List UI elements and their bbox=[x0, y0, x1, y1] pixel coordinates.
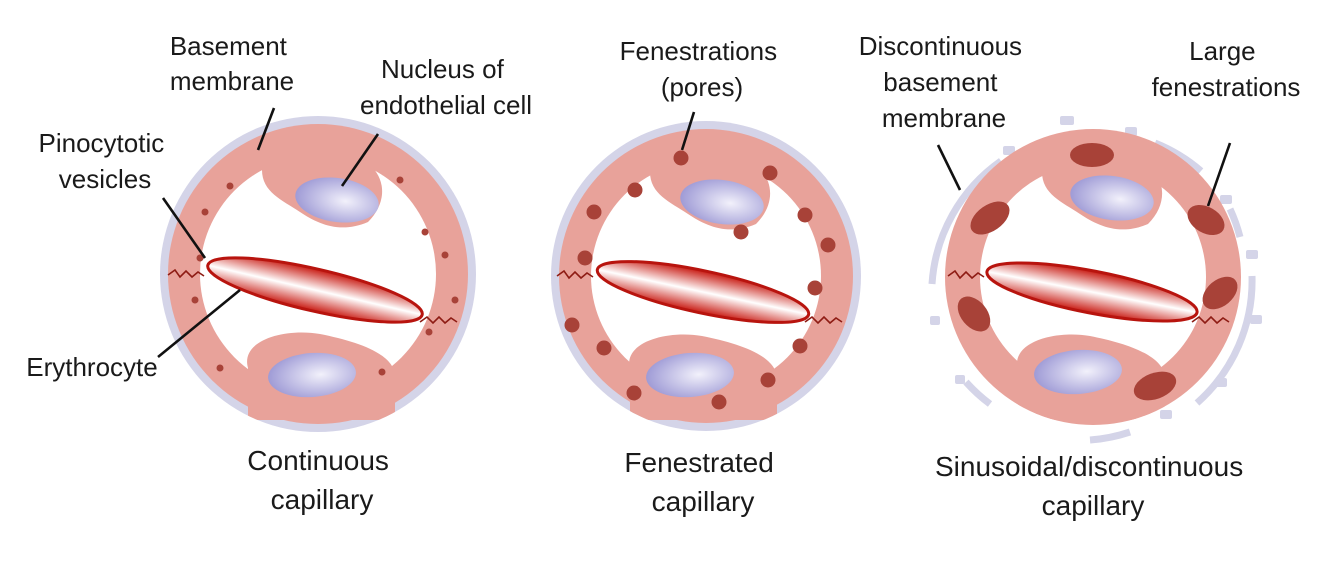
erythrocyte-leader bbox=[157, 288, 241, 359]
fenestrated-capillary-caption: Fenestrated capillary bbox=[624, 447, 781, 517]
fenestrations bbox=[564, 150, 836, 410]
large-fenestrations bbox=[957, 143, 1238, 401]
nucleus-leader bbox=[340, 133, 380, 187]
nucleus-top bbox=[680, 179, 764, 225]
pinocytotic-vesicles-label: Pinocytotic vesicles bbox=[39, 128, 172, 194]
erythrocyte bbox=[985, 261, 1199, 323]
junction-right bbox=[1191, 315, 1230, 325]
sinusoidal-capillary-caption: Sinusoidal/discontinuous capillary bbox=[935, 451, 1251, 521]
nucleus-bottom bbox=[268, 352, 356, 398]
discontinuous-basement-membrane bbox=[928, 139, 1256, 444]
fenestrations-leader bbox=[680, 111, 696, 151]
junction-left bbox=[947, 269, 985, 280]
fenestrated-capillary bbox=[551, 121, 861, 431]
nucleus-label: Nucleus of endothelial cell bbox=[360, 54, 532, 120]
basement-membrane-fragments bbox=[930, 116, 1262, 419]
junction-left bbox=[167, 268, 205, 279]
leader-lines bbox=[157, 107, 1232, 359]
fenestrations-label: Fenestrations (pores) bbox=[620, 36, 785, 102]
pinocytotic-vesicles bbox=[191, 176, 459, 376]
erythrocyte bbox=[595, 260, 811, 324]
discontinuous-bm-leader bbox=[936, 144, 962, 191]
junction-right bbox=[419, 315, 458, 325]
junction-right bbox=[804, 315, 843, 325]
continuous-capillary-caption: Continuous capillary bbox=[247, 445, 396, 515]
nucleus-top bbox=[295, 177, 379, 223]
nucleus-top bbox=[1070, 175, 1154, 221]
nucleus-bottom bbox=[1034, 349, 1122, 395]
large-fenestrations-leader bbox=[1206, 142, 1232, 207]
basement-membrane-leader bbox=[256, 107, 276, 151]
discontinuous-basement-membrane-label: Discontinuous basement membrane bbox=[859, 31, 1030, 133]
erythrocyte-label: Erythrocyte bbox=[26, 352, 158, 382]
continuous-capillary bbox=[160, 116, 476, 432]
pinocytotic-leader bbox=[161, 197, 207, 259]
nucleus-bottom bbox=[646, 352, 734, 398]
large-fenestrations-label: Large fenestrations bbox=[1152, 36, 1301, 102]
sinusoidal-capillary bbox=[928, 116, 1262, 444]
junction-left bbox=[556, 269, 594, 280]
basement-membrane-label: Basement membrane bbox=[170, 31, 294, 96]
erythrocyte bbox=[206, 256, 424, 324]
